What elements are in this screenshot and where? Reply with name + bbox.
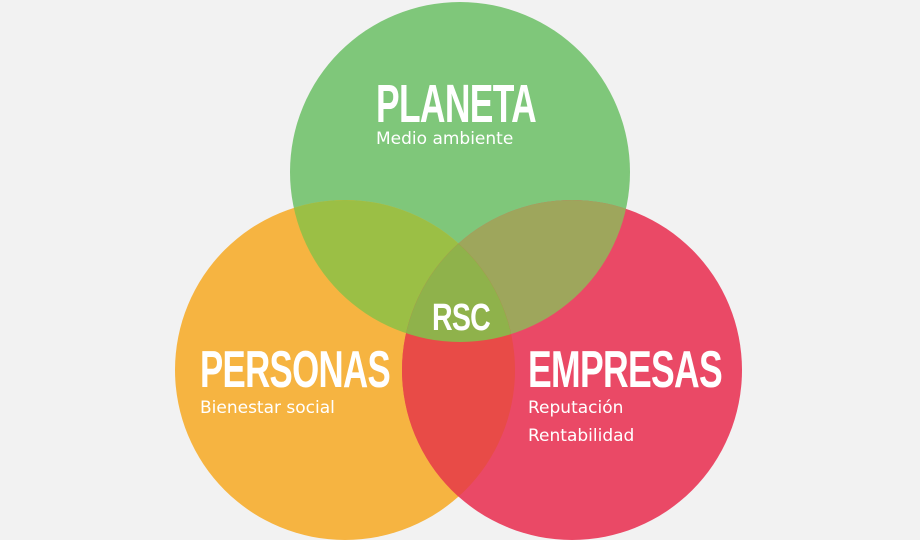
personas-subtitle: Bienestar social <box>200 398 335 418</box>
overlap-center <box>402 200 515 342</box>
planeta-title: PLANETA <box>376 74 536 134</box>
empresas-subtitle-1: Reputación <box>528 398 623 418</box>
rsc-label: RSC <box>432 297 490 339</box>
personas-title: PERSONAS <box>200 341 390 399</box>
empresas-title: EMPRESAS <box>528 341 722 399</box>
planeta-subtitle: Medio ambiente <box>376 129 513 149</box>
empresas-subtitle-2: Rentabilidad <box>528 426 634 446</box>
